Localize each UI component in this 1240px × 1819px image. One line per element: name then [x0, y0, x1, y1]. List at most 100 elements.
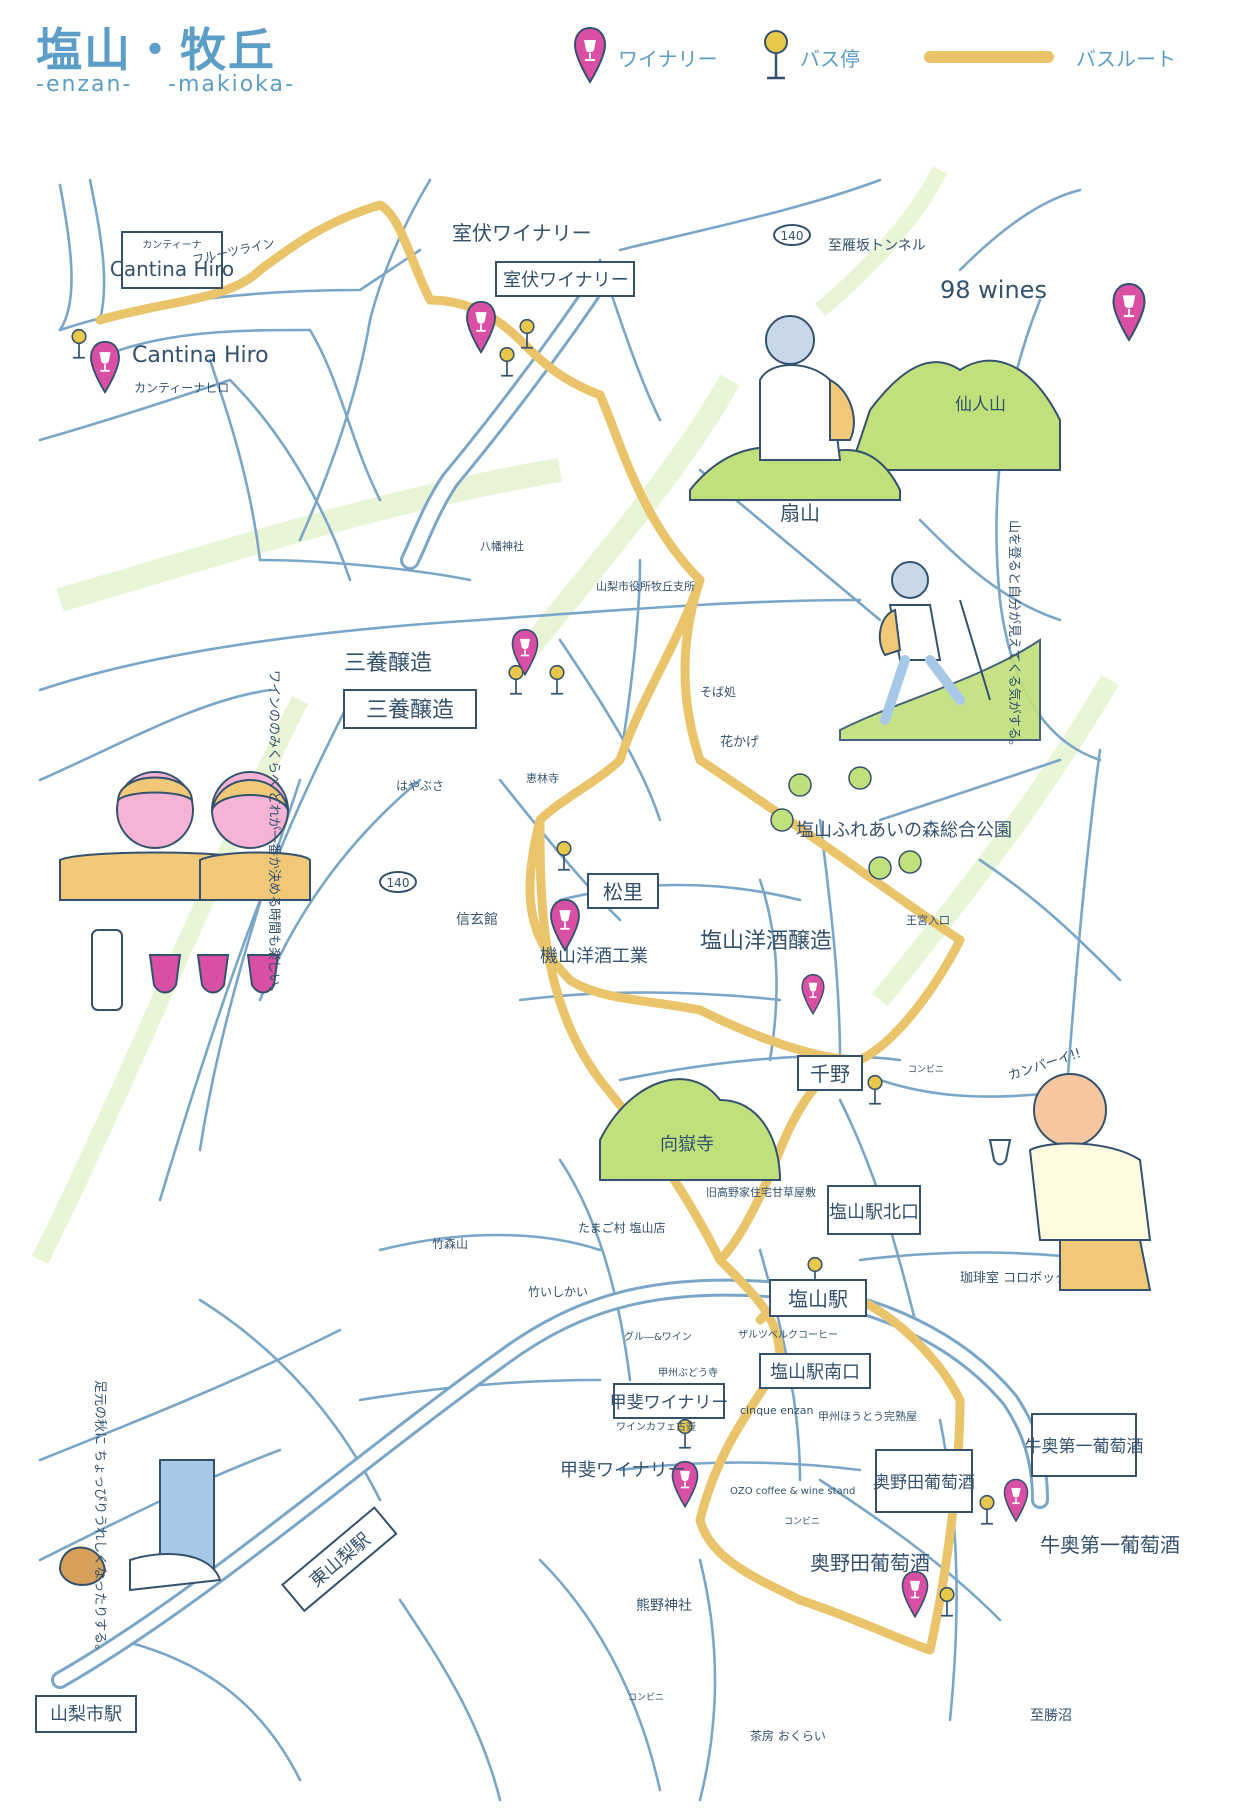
label-houtou: 甲州ほうとう完熟屋 [818, 1409, 917, 1423]
subtitle-enzan: -enzan- [36, 72, 133, 97]
label-soba: そば処 [700, 685, 736, 699]
legend-bus-route-label: バスルート [1076, 46, 1176, 71]
svg-text:室伏ワイナリー: 室伏ワイナリー [503, 270, 629, 291]
label-yamanashishi: 山梨市駅 [35, 1695, 137, 1733]
label-zarutubeld: ザルツベルクコーヒー [738, 1329, 838, 1341]
label-sanyo: 三養醸造 [344, 651, 432, 676]
bus-route-swatch [924, 51, 1054, 63]
label-hayabusa: はやぶさ [396, 779, 444, 793]
label-wine-cafe: ワインカフェ古壺 [616, 1420, 696, 1433]
railway [51, 270, 1049, 1689]
illustration-tasting-duo [59, 771, 311, 1011]
label-murofushi: 室伏ワイナリー [452, 221, 592, 245]
ougiyama-label: 扇山 [780, 501, 820, 525]
autumn-text: 足元の秋に ちょっぴりうれしくなったりする。 [92, 1380, 107, 1657]
winery-pin-yokoyama[interactable] [550, 898, 580, 952]
label-ozo-coffee: OZO coffee & wine stand [730, 1486, 855, 1497]
winery-pin-enzan-yoshu[interactable] [801, 974, 825, 1015]
legend-winery-label: ワイナリー [618, 46, 718, 71]
label-gru-wine: グル―&ワイン [624, 1330, 692, 1343]
legend-winery: ワイナリー [572, 22, 718, 92]
label-kumano: 熊野神社 [636, 1598, 692, 1614]
label-korobokkuru: 珈琲室 コロボックル [960, 1270, 1081, 1286]
route-badge-140-west: 140 [379, 871, 417, 893]
svg-text:甲斐ワイナリー: 甲斐ワイナリー [610, 1393, 729, 1413]
route-badge-140-north: 140 [773, 224, 811, 246]
label-ushioku: 牛奥第一葡萄酒 [1040, 1533, 1180, 1557]
label-chino-stop: 千野 [797, 1055, 863, 1091]
label-forest-park: 塩山ふれあいの森総合公園 [796, 820, 1012, 841]
bus-stop-cantina-hiro[interactable] [71, 328, 87, 359]
label-convenience-2: コンビニ [784, 1516, 820, 1527]
label-enzan-south-stop: 塩山駅南口 [759, 1353, 871, 1389]
page-title: 塩山・牧丘 [36, 23, 276, 77]
bus-stop-murofushi-2[interactable] [499, 346, 515, 377]
svg-text:松里: 松里 [603, 880, 643, 904]
bus-stop-sanyo-1[interactable] [508, 664, 524, 695]
legend-bus-stop: バス停 [762, 22, 860, 92]
bus-stop-sanyo-2[interactable] [549, 664, 565, 695]
svg-text:塩山駅北口: 塩山駅北口 [829, 1202, 919, 1223]
senninyama-label: 仙人山 [955, 395, 1006, 415]
label-cantina-hiro-kana: カンティーナヒロ [134, 381, 229, 395]
label-enzan-yoshu: 塩山洋酒醸造 [700, 929, 832, 954]
label-oumiya: 王宮入口 [906, 913, 950, 927]
winery-pin-cantina-hiro[interactable] [90, 340, 120, 394]
svg-text:塩山駅南口: 塩山駅南口 [770, 1362, 860, 1383]
hiker-text: 山を登ると自分が見えてくる気がする。 [1006, 520, 1022, 753]
svg-text:カンティーナ: カンティーナ [142, 239, 201, 251]
label-cantina-hiro: Cantina Hiro [132, 343, 269, 368]
label-enzan-north-stop: 塩山駅北口 [827, 1185, 921, 1235]
winery-pin-okunoda[interactable] [901, 1570, 929, 1618]
label-hachiman: 八幡神社 [480, 539, 524, 553]
label-murofushi-stop: 室伏ワイナリー [495, 261, 635, 297]
forest-park-trees [770, 766, 922, 880]
label-okunoda: 奥野田葡萄酒 [810, 1551, 930, 1575]
bus-stop-chino[interactable] [867, 1074, 883, 1105]
label-cantina-hiro-stop: カンティーナ Cantina Hiro [110, 231, 234, 289]
winery-pin-murofushi[interactable] [466, 300, 496, 354]
illustration-ougiyama-person [759, 315, 855, 461]
svg-text:牛奥第一葡萄酒: 牛奥第一葡萄酒 [1025, 1437, 1144, 1457]
bus-stop-ushioku[interactable] [979, 1494, 995, 1525]
label-shingenkan: 信玄館 [456, 911, 498, 928]
winery-pin-98wines[interactable] [1112, 283, 1146, 341]
mountain-senninyama: 仙人山 [848, 359, 1061, 471]
label-hill: 竹森山 [432, 1236, 468, 1251]
legend-bus-stop-label: バス停 [800, 46, 860, 71]
label-city-office: 山梨市役所牧丘支所 [596, 579, 695, 593]
illustration-kanpai-person [988, 1073, 1152, 1291]
label-convenience-3: コンビニ [628, 1692, 664, 1703]
label-98wines: 98 wines [940, 276, 1047, 304]
svg-text:三養醸造: 三養醸造 [366, 698, 454, 723]
label-itabashi: 竹いしかい [528, 1285, 588, 1299]
label-kanzouyashiki: 旧高野家住宅甘草屋敷 [706, 1185, 816, 1199]
label-enzan-station: 塩山駅 [769, 1279, 867, 1317]
mountain-kojin: 向嶽寺 [599, 1078, 782, 1181]
winery-pin-ushioku[interactable] [1003, 1478, 1029, 1522]
svg-text:山梨市駅: 山梨市駅 [50, 1704, 122, 1725]
illustration-autumn-shoes [58, 1459, 222, 1592]
subtitle-makioka: -makioka- [168, 72, 295, 97]
label-ushioku-stop: 牛奥第一葡萄酒 [1025, 1413, 1144, 1477]
label-tunnel: 至雁坂トンネル [828, 238, 926, 254]
svg-text:奥野田葡萄酒: 奥野田葡萄酒 [873, 1473, 975, 1493]
label-yokoyama: 機山洋酒工業 [540, 946, 648, 967]
svg-text:千野: 千野 [810, 1062, 850, 1086]
label-matsuzato-stop: 松里 [587, 873, 659, 909]
label-cafe-okura: 茶房 おくらい [750, 1728, 826, 1743]
tasting-text: ワインののみくらべ どれが一番か決める時間も楽しい。 [266, 670, 282, 999]
route-140-label-north: 140 [781, 229, 804, 243]
svg-text:Cantina Hiro: Cantina Hiro [110, 257, 234, 281]
winery-pin-icon [573, 26, 607, 84]
label-cinque: cinque enzan [740, 1404, 814, 1417]
label-okunoda-stop: 奥野田葡萄酒 [873, 1449, 975, 1513]
route-140-label-west: 140 [387, 876, 410, 890]
label-hanakage: 花かげ [720, 734, 759, 750]
legend-bus-route: バスルート [924, 22, 1176, 92]
label-temple-top: 恵林寺 [526, 771, 559, 785]
label-kai-stop: 甲斐ワイナリー [610, 1383, 729, 1419]
illustration-climbing-hiker [878, 561, 991, 725]
bus-stop-icon [764, 30, 788, 80]
